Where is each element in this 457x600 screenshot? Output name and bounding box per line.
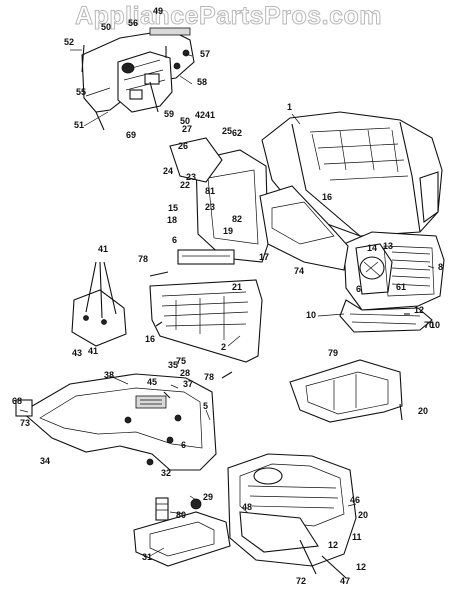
callout-74: 74 bbox=[294, 266, 304, 276]
callout-52: 52 bbox=[64, 37, 74, 47]
callout-20-b: 20 bbox=[358, 510, 368, 520]
callout-19: 19 bbox=[223, 226, 233, 236]
callout-57: 57 bbox=[200, 49, 210, 59]
callout-17: 17 bbox=[259, 252, 269, 262]
callout-80: 80 bbox=[176, 510, 186, 520]
callout-23-a: 23 bbox=[186, 172, 196, 182]
fender-deck bbox=[15, 373, 217, 471]
callout-20-a: 20 bbox=[418, 406, 428, 416]
callout-49: 49 bbox=[153, 6, 163, 16]
hardware-fasteners bbox=[81, 44, 410, 421]
callout-29: 29 bbox=[203, 492, 213, 502]
callout-70: 70 bbox=[424, 320, 434, 330]
callout-79: 79 bbox=[328, 348, 338, 358]
grille-assembly bbox=[339, 231, 445, 333]
callout-78-b: 78 bbox=[204, 372, 214, 382]
callout-46: 46 bbox=[350, 495, 360, 505]
callout-23-b: 23 bbox=[205, 202, 215, 212]
callout-6-a: 6 bbox=[172, 235, 177, 245]
callout-16-b: 16 bbox=[322, 192, 332, 202]
callout-47: 47 bbox=[340, 576, 350, 586]
callout-27: 27 bbox=[182, 124, 192, 134]
front-panel bbox=[149, 279, 263, 363]
callout-10-a: 10 bbox=[306, 310, 316, 320]
callout-10-b: 10 bbox=[430, 320, 440, 330]
callout-labels: 1 2 5 6 6 6 8 10 10 11 12 12 12 13 14 15… bbox=[12, 6, 443, 586]
callout-61: 61 bbox=[396, 282, 406, 292]
callout-50-b: 50 bbox=[180, 116, 190, 126]
callout-37: 37 bbox=[183, 379, 193, 389]
callout-82: 82 bbox=[232, 214, 242, 224]
callout-68: 68 bbox=[12, 396, 22, 406]
callout-26: 26 bbox=[178, 141, 188, 151]
side-bracket bbox=[71, 261, 127, 347]
callout-15: 15 bbox=[168, 203, 178, 213]
callout-25: 25 bbox=[222, 126, 232, 136]
callout-18: 18 bbox=[167, 215, 177, 225]
callout-62: 62 bbox=[232, 128, 242, 138]
callout-55: 55 bbox=[76, 87, 86, 97]
callout-35: 35 bbox=[168, 360, 178, 370]
callout-73: 73 bbox=[20, 418, 30, 428]
callout-72: 72 bbox=[296, 576, 306, 586]
callout-21: 21 bbox=[232, 282, 242, 292]
side-panels bbox=[169, 137, 349, 271]
leader-lines bbox=[19, 49, 435, 557]
callout-41-c: 41 bbox=[205, 110, 215, 120]
callout-69: 69 bbox=[126, 130, 136, 140]
callout-8: 8 bbox=[438, 262, 443, 272]
callout-1: 1 bbox=[287, 102, 292, 112]
callout-34: 34 bbox=[40, 456, 50, 466]
bottom-plate bbox=[133, 497, 231, 567]
callout-2: 2 bbox=[221, 342, 226, 352]
callout-13: 13 bbox=[383, 241, 393, 251]
callout-6-b: 6 bbox=[181, 440, 186, 450]
frame-bracket bbox=[289, 359, 403, 423]
callout-81: 81 bbox=[205, 186, 215, 196]
callout-11: 11 bbox=[352, 532, 362, 542]
callout-28: 28 bbox=[180, 368, 190, 378]
callout-41-b: 41 bbox=[88, 346, 98, 356]
callout-31: 31 bbox=[142, 552, 152, 562]
callout-58: 58 bbox=[197, 77, 207, 87]
callout-6-c: 6 bbox=[356, 284, 361, 294]
callout-45: 45 bbox=[147, 377, 157, 387]
callout-24: 24 bbox=[163, 166, 173, 176]
callout-78-a: 78 bbox=[138, 254, 148, 264]
callout-5: 5 bbox=[203, 401, 208, 411]
callout-42: 42 bbox=[195, 110, 205, 120]
dashboard-assembly bbox=[81, 27, 195, 131]
callout-56: 56 bbox=[128, 18, 138, 28]
callout-12-c: 12 bbox=[414, 305, 424, 315]
callout-14: 14 bbox=[367, 243, 377, 253]
callout-75: 75 bbox=[176, 356, 186, 366]
callout-32: 32 bbox=[161, 468, 171, 478]
callout-59: 59 bbox=[164, 109, 174, 119]
callout-38: 38 bbox=[104, 370, 114, 380]
callout-50-a: 50 bbox=[101, 22, 111, 32]
callout-41-a: 41 bbox=[98, 244, 108, 254]
callout-48: 48 bbox=[242, 502, 252, 512]
callout-16-a: 16 bbox=[145, 334, 155, 344]
callout-12-b: 12 bbox=[356, 562, 366, 572]
callout-12-a: 12 bbox=[328, 540, 338, 550]
engine-assembly bbox=[227, 453, 357, 579]
callout-22: 22 bbox=[180, 180, 190, 190]
callout-51: 51 bbox=[74, 120, 84, 130]
callout-43: 43 bbox=[72, 348, 82, 358]
